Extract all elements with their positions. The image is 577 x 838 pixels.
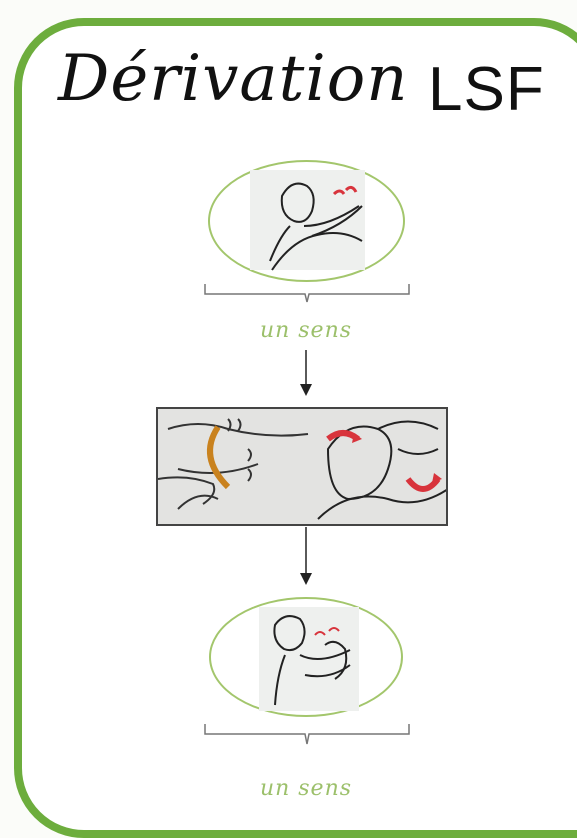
top-signer-illustration [242,166,372,276]
top-sign-oval [208,160,405,282]
bottom-signer-illustration [255,605,365,715]
title-acronym: LSF [428,54,545,125]
arrow-down-1 [296,350,316,398]
arrow-down-2 [296,527,316,587]
hand-arc-sketch [158,409,448,526]
title-script-word: Dérivation [58,42,409,116]
derivation-illustration [156,407,448,526]
bottom-brace [203,722,413,746]
bottom-caption: un sens [206,776,406,801]
bottom-sign-oval [209,597,403,717]
top-brace [203,282,413,304]
top-caption: un sens [206,318,406,343]
